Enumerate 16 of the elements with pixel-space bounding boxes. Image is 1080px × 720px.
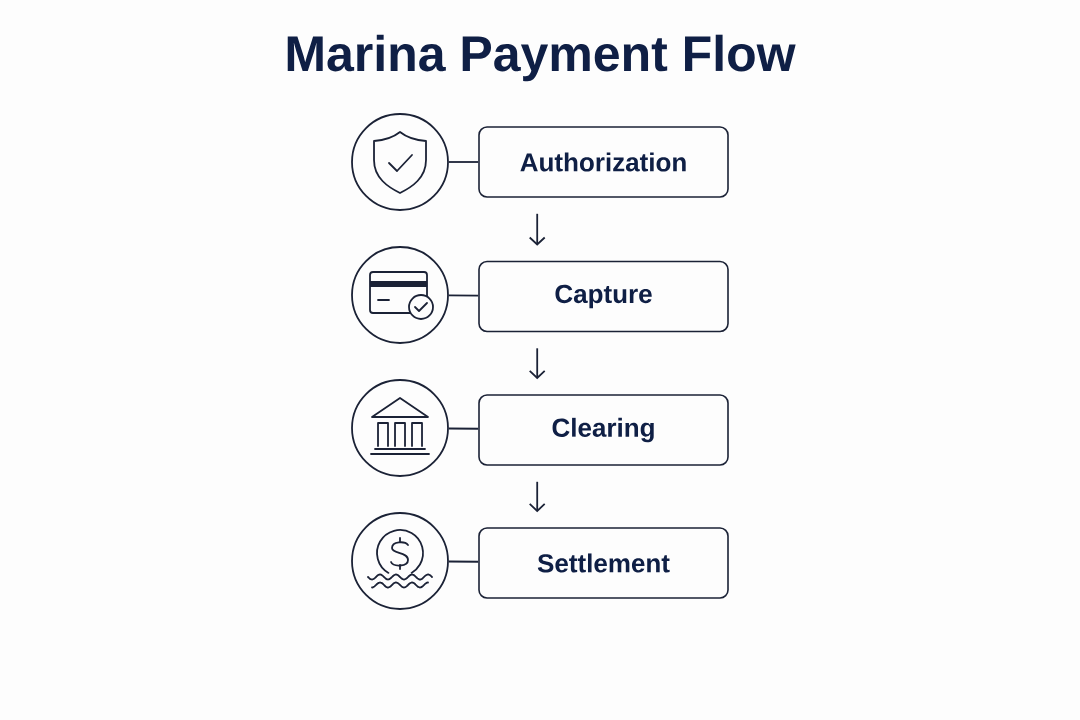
step-box: Capture — [478, 260, 729, 333]
step-box: Clearing — [478, 394, 729, 466]
arrow — [528, 480, 546, 513]
icon-circle — [351, 246, 449, 344]
arrow — [528, 212, 546, 246]
connector-line — [448, 294, 480, 297]
step-box: Authorization — [478, 126, 729, 198]
icon-circle — [351, 379, 449, 477]
step-box: Settlement — [478, 527, 729, 599]
connector-line — [448, 161, 480, 163]
icon-circle — [351, 512, 449, 610]
icon-circle — [351, 113, 449, 211]
connector-line — [448, 560, 480, 563]
arrow — [528, 347, 546, 380]
title: Marina Payment Flow — [287, 34, 796, 82]
connector-line — [448, 427, 480, 430]
